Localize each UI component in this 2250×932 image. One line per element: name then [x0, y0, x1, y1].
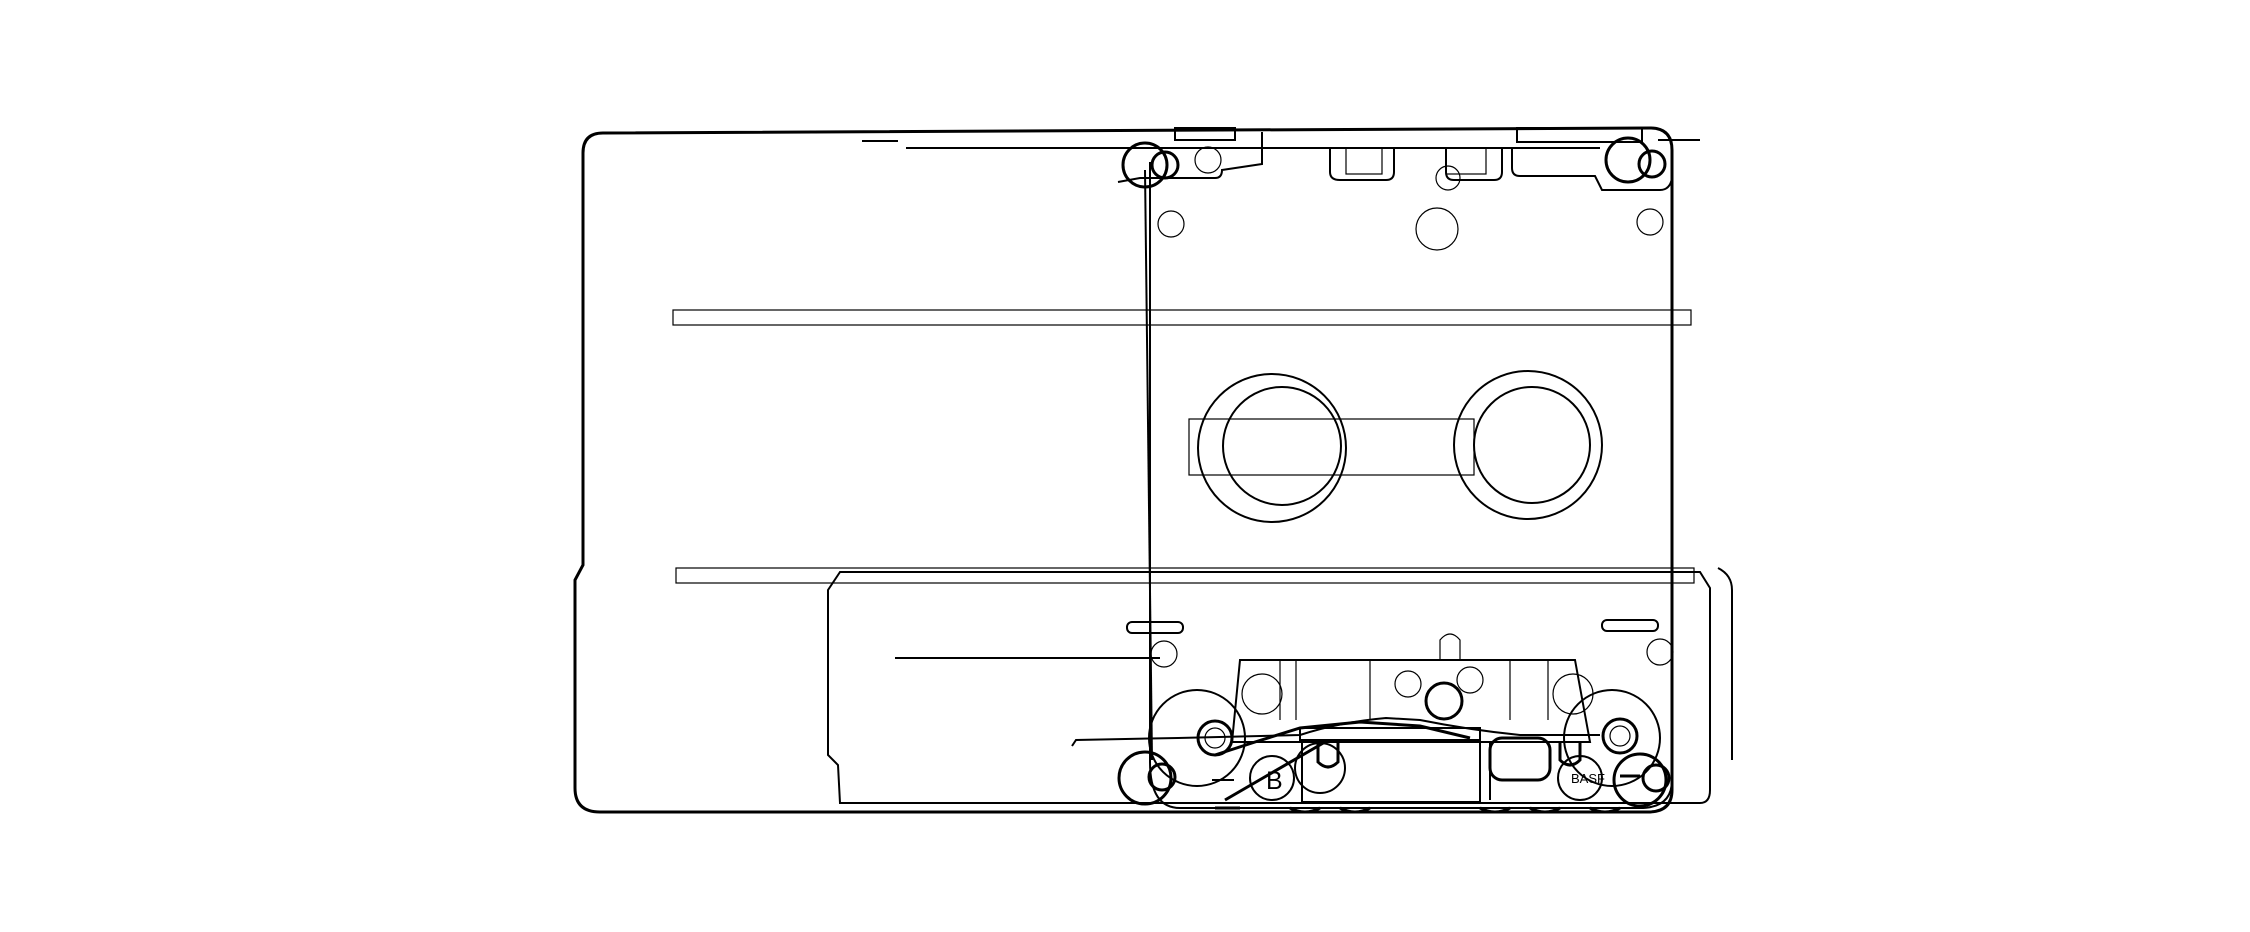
badge-circle-left	[1249, 755, 1295, 801]
screw-top-left	[1121, 141, 1169, 189]
screw-bottom-right-inner	[1641, 763, 1671, 793]
center-pin-guide	[1439, 633, 1461, 660]
hub-left-inner	[1222, 386, 1342, 506]
upper-rail	[672, 309, 1692, 326]
hub-right-outer	[1453, 370, 1603, 520]
shell-top-edge	[1117, 132, 1673, 191]
cassette-shell	[1071, 127, 1674, 814]
hub-right-inner	[1473, 386, 1591, 504]
hole-lower-right	[1646, 638, 1674, 666]
top-notch-b	[1445, 147, 1487, 175]
shell-outline	[1149, 162, 1673, 809]
guide-rails	[672, 309, 1695, 584]
slot-right	[1601, 619, 1659, 632]
guide-roller-left	[1241, 673, 1283, 715]
capstan-hole	[1424, 681, 1464, 721]
shell-marking-label: BASF	[1571, 771, 1605, 786]
pinch-hole-a	[1394, 670, 1422, 698]
lower-rail	[675, 567, 1695, 584]
screw-bottom-right	[1612, 752, 1668, 808]
head-opening	[1230, 659, 1592, 743]
hub-left-outer	[1197, 373, 1347, 523]
write-tab-left	[1174, 127, 1236, 141]
top-guide-hole	[1435, 165, 1461, 191]
case-outline	[573, 126, 1674, 814]
slot-left	[1126, 621, 1184, 634]
screw-top-left-inner	[1150, 150, 1180, 180]
shell-bottom-feet	[1215, 806, 1621, 814]
tape-diagonal	[1224, 740, 1326, 802]
tape-path-lower	[1214, 720, 1471, 757]
tape-path	[1071, 716, 1600, 747]
case-inner-tray	[827, 571, 1711, 804]
pad-clip-left	[1316, 740, 1340, 769]
write-tab-right	[1516, 127, 1643, 143]
hole-upper-right	[1636, 208, 1664, 236]
tape-window	[1188, 418, 1475, 476]
hole-lower-left	[1150, 640, 1178, 668]
top-notch-a	[1345, 147, 1383, 175]
guide-roller-right	[1552, 673, 1594, 715]
screw-bottom-left	[1117, 750, 1173, 806]
side-letter-label: B	[1266, 767, 1283, 795]
lower-roller-right-hub	[1609, 725, 1631, 747]
lower-roller-right-core	[1601, 717, 1639, 755]
screw-bottom-left-inner	[1147, 762, 1177, 792]
lower-roller-right	[1563, 689, 1661, 787]
cassette-case	[573, 126, 1733, 814]
pad-spring-box	[1488, 736, 1552, 782]
hole-upper-center	[1415, 207, 1459, 251]
screw-top-right	[1604, 136, 1652, 184]
screw-top-left-aux	[1194, 146, 1222, 174]
screw-top-right-inner	[1637, 149, 1667, 179]
shell-left-edge	[1144, 169, 1153, 761]
pad-clip-right	[1558, 742, 1582, 767]
case-right-hinge	[1717, 567, 1733, 760]
pressure-pad-bar	[1299, 727, 1481, 741]
pinch-hole-b	[1456, 666, 1484, 694]
pad-housing	[1301, 741, 1481, 803]
hole-upper-left	[1157, 210, 1185, 238]
